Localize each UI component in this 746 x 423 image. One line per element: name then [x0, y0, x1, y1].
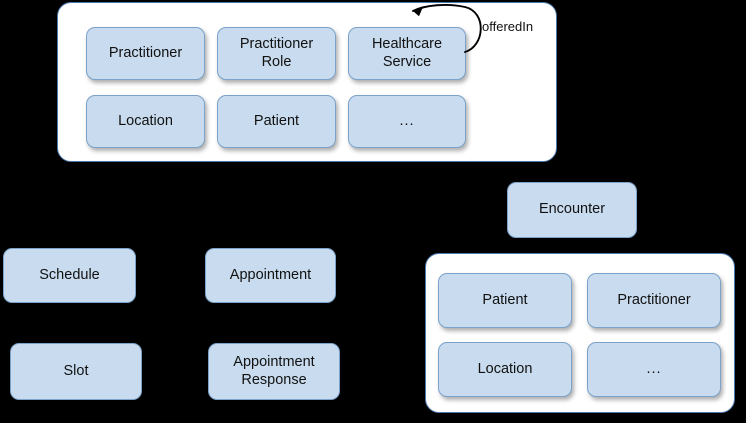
resource-box-encounter-location[interactable]: Location [438, 342, 572, 397]
resource-box-label: Location [477, 360, 533, 377]
resource-box-practitioner-role[interactable]: Practitioner Role [217, 27, 336, 80]
resource-box-label: Appointment [229, 266, 312, 283]
resource-box-encounter-patient[interactable]: Patient [438, 273, 572, 328]
resource-box-encounter-more[interactable]: ... [587, 342, 721, 397]
resource-box-appointment-response[interactable]: Appointment Response [208, 343, 340, 400]
resource-box-more[interactable]: ... [348, 95, 466, 148]
resource-box-label: ... [399, 112, 415, 129]
resource-box-label: Schedule [39, 266, 100, 283]
resource-box-healthcare-service[interactable]: Healthcare Service [348, 27, 466, 80]
resource-box-label: Slot [63, 362, 89, 379]
resource-box-label: Practitioner Role [239, 36, 314, 70]
resource-box-label: Healthcare Service [371, 36, 443, 70]
resource-box-label: Patient [482, 291, 528, 308]
resource-box-label: Appointment Response [233, 354, 315, 388]
resource-box-label: Practitioner [108, 44, 183, 61]
resource-box-encounter[interactable]: Encounter [507, 182, 637, 238]
resource-box-practitioner[interactable]: Practitioner [86, 27, 205, 80]
resource-box-label: Patient [253, 112, 300, 129]
resource-box-location[interactable]: Location [86, 95, 205, 148]
resource-box-schedule[interactable]: Schedule [3, 248, 136, 303]
resource-box-appointment[interactable]: Appointment [205, 248, 336, 303]
edge-label-offered-in: offeredIn [482, 19, 534, 34]
resource-box-encounter-practitioner[interactable]: Practitioner [587, 273, 721, 328]
resource-box-label: Location [118, 112, 173, 129]
resource-box-label: ... [646, 360, 662, 377]
resource-box-label: Encounter [538, 201, 606, 218]
resource-box-label: Practitioner [617, 291, 691, 308]
resource-box-patient[interactable]: Patient [217, 95, 336, 148]
resource-box-slot[interactable]: Slot [10, 343, 142, 400]
